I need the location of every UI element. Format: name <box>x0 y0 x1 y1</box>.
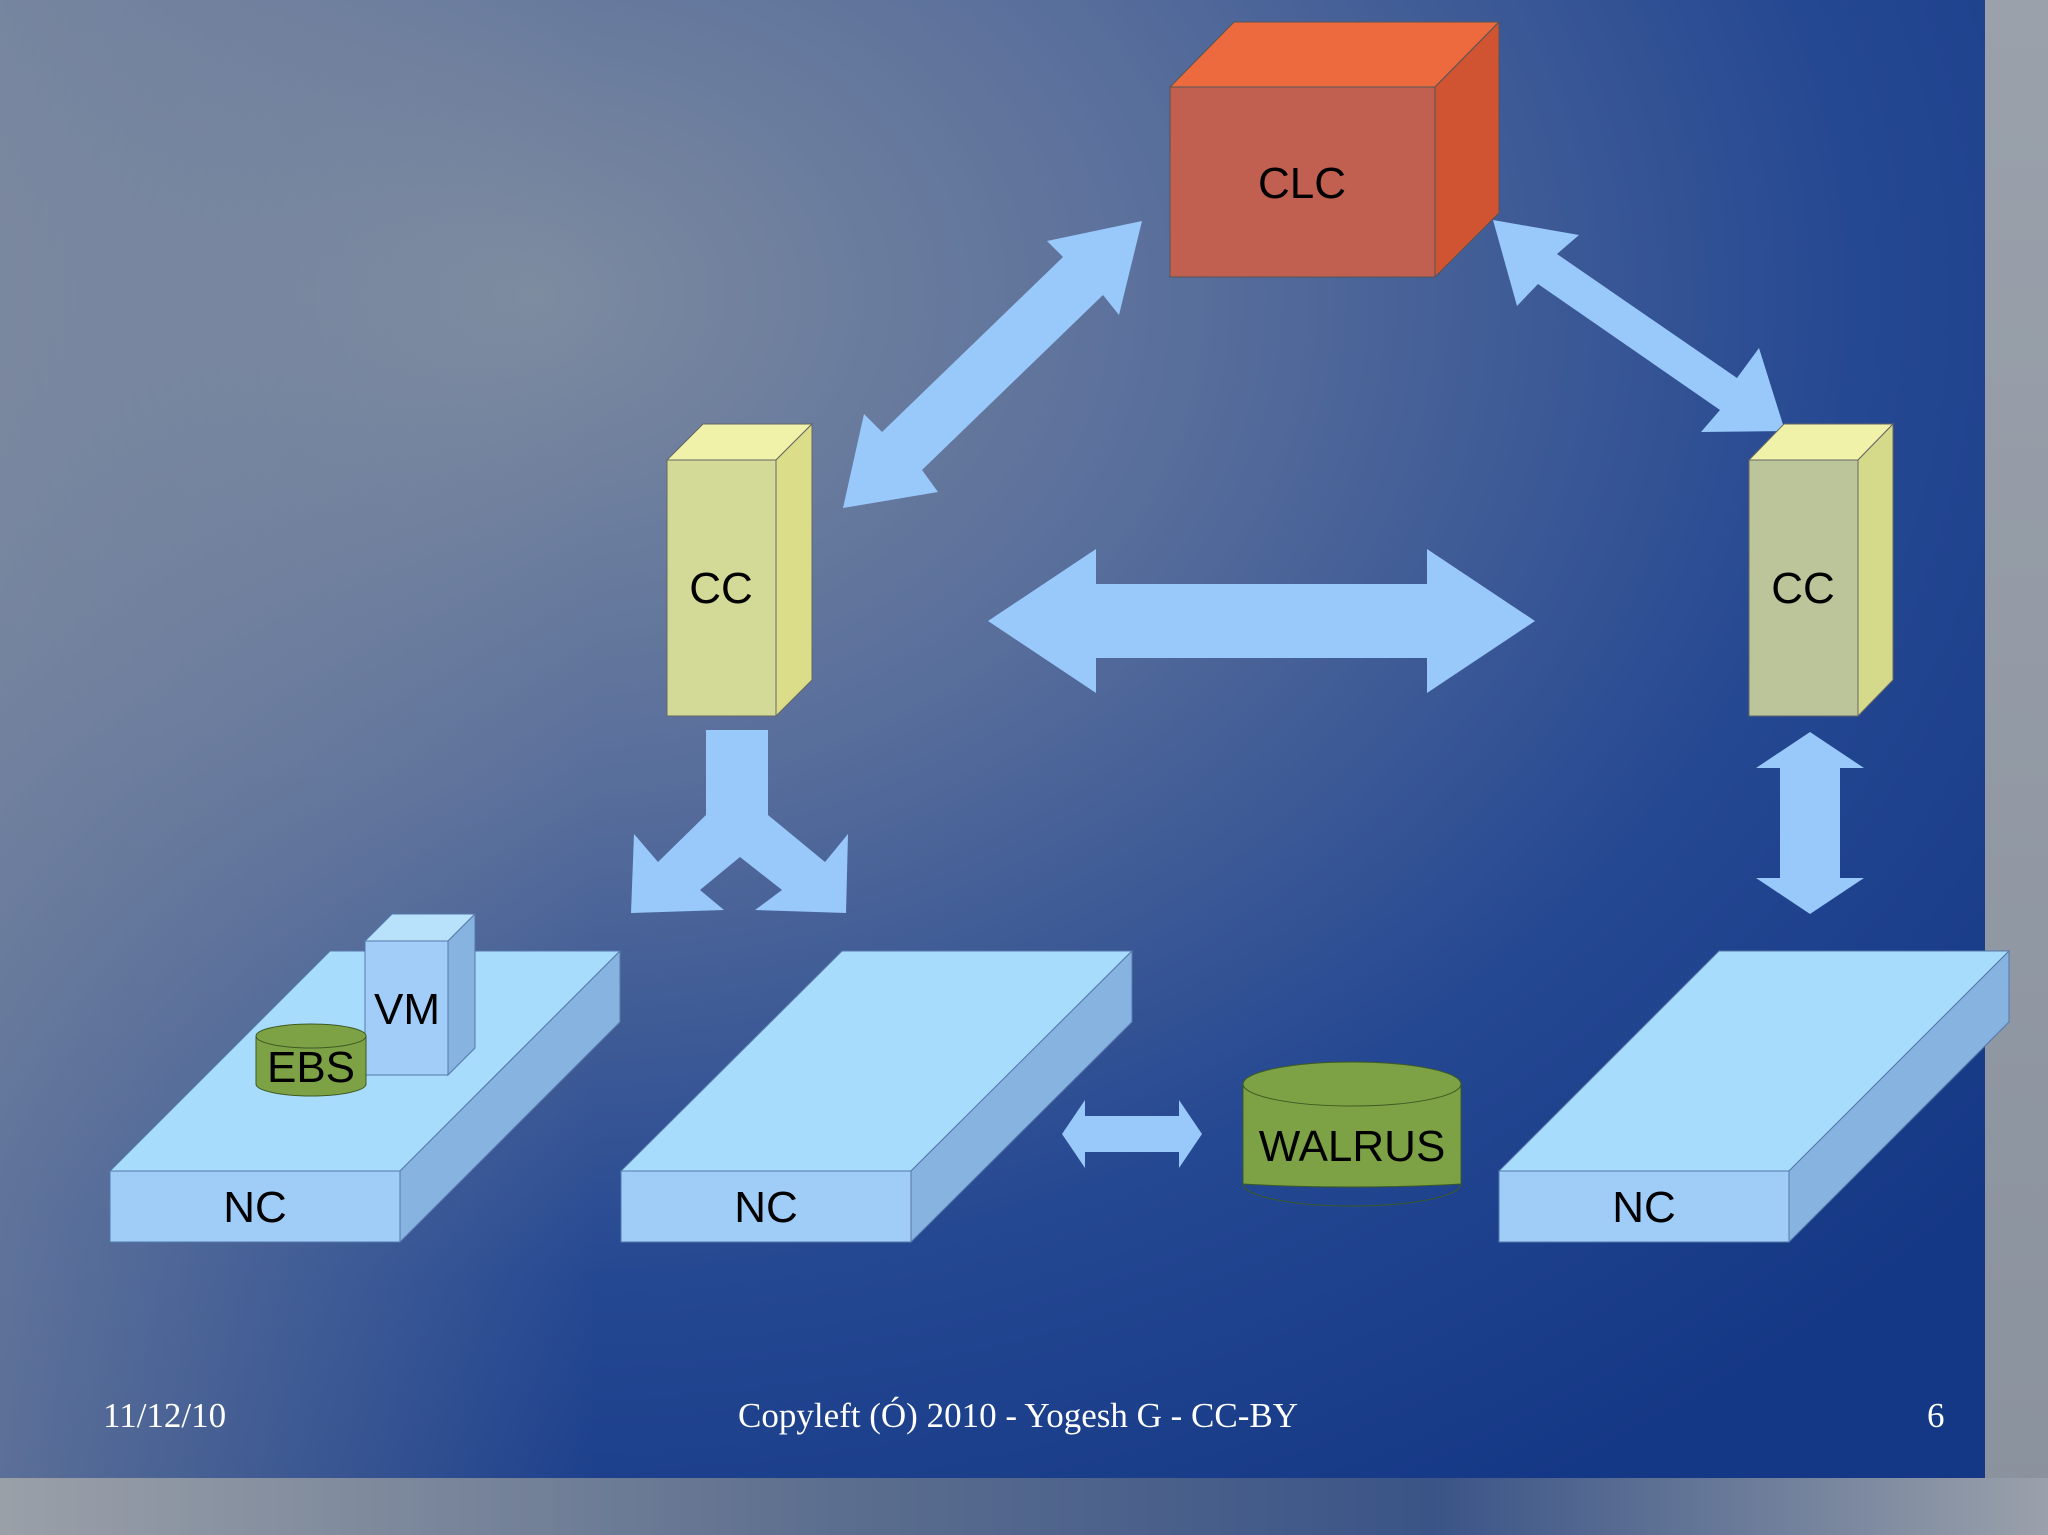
cc-right-box <box>1747 422 1895 718</box>
arrow-cc-right-nc <box>1756 732 1864 914</box>
slide-right-border <box>1985 0 2048 1535</box>
arrow-nc-walrus <box>1062 1100 1202 1168</box>
nc-3-label: NC <box>1612 1183 1676 1232</box>
nc-3-box <box>1497 949 2011 1244</box>
clc-box <box>1168 20 1501 279</box>
walrus-cylinder <box>1242 1061 1462 1207</box>
vm-box <box>363 912 477 1077</box>
arrow-clc-cc-left <box>843 221 1142 508</box>
vm-label: VM <box>374 985 440 1034</box>
arrow-clc-cc-right <box>1493 220 1785 432</box>
ebs-label: EBS <box>267 1043 355 1092</box>
footer-copyright: Copyleft (Ó) 2010 - Yogesh G - CC-BY <box>738 1396 1298 1435</box>
cc-left-label: CC <box>689 564 753 613</box>
nc-2-label: NC <box>734 1183 798 1232</box>
footer-page-number: 6 <box>1927 1396 1945 1435</box>
arrow-cc-cc <box>988 549 1535 693</box>
ebs-cylinder <box>255 1023 367 1097</box>
nc-1-label: NC <box>223 1183 287 1232</box>
walrus-label: WALRUS <box>1259 1122 1446 1171</box>
clc-label: CLC <box>1258 159 1346 208</box>
cc-left-box <box>665 422 814 718</box>
arrow-cc-left-split <box>631 730 848 913</box>
footer-date: 11/12/10 <box>103 1396 227 1435</box>
nc-2-box <box>619 949 1134 1244</box>
slide-background-haze <box>0 0 1985 1478</box>
cc-right-label: CC <box>1771 564 1835 613</box>
slide-bottom-border <box>0 1478 2048 1535</box>
